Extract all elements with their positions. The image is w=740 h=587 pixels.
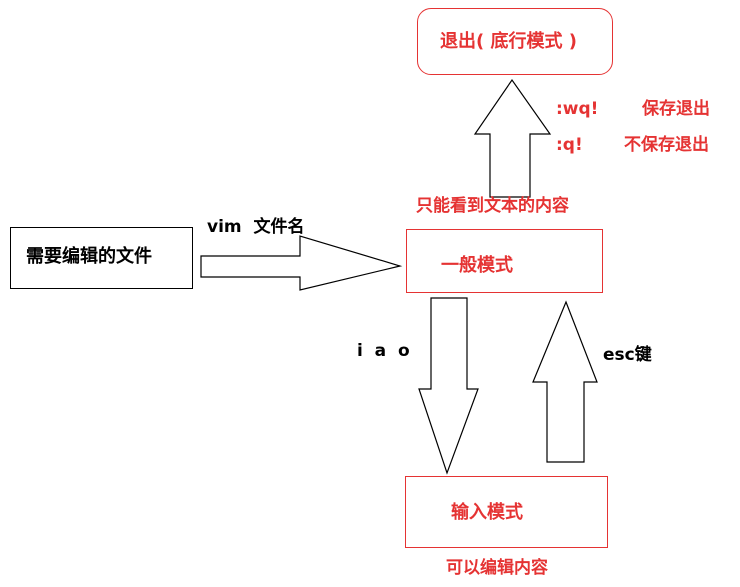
wq-key-label: :wq! <box>556 99 599 119</box>
file-node <box>10 227 193 289</box>
arrow-insert-to-normal <box>532 300 598 463</box>
normal-mode-node <box>406 229 603 293</box>
exit-mode-node <box>417 8 613 75</box>
arrow-file-to-normal <box>200 235 403 291</box>
normal-mode-label: 一般模式 <box>441 255 513 276</box>
q-key-label: :q! <box>556 135 583 155</box>
exit-mode-label: 退出( 底行模式 ) <box>440 31 577 52</box>
insert-desc-label: 可以编辑内容 <box>446 558 548 578</box>
wq-desc-label: 保存退出 <box>642 99 710 119</box>
normal-desc-label: 只能看到文本的内容 <box>416 196 569 216</box>
q-desc-label: 不保存退出 <box>624 135 709 155</box>
arrow-normal-to-insert <box>418 297 479 475</box>
insert-mode-label: 输入模式 <box>451 502 523 523</box>
insert-keys-label: i a o <box>357 341 410 361</box>
file-node-label: 需要编辑的文件 <box>26 246 152 267</box>
vim-command-label: vim 文件名 <box>207 217 305 237</box>
arrow-normal-to-exit <box>473 78 552 198</box>
insert-mode-node <box>405 476 608 548</box>
esc-key-label: esc键 <box>603 345 652 365</box>
